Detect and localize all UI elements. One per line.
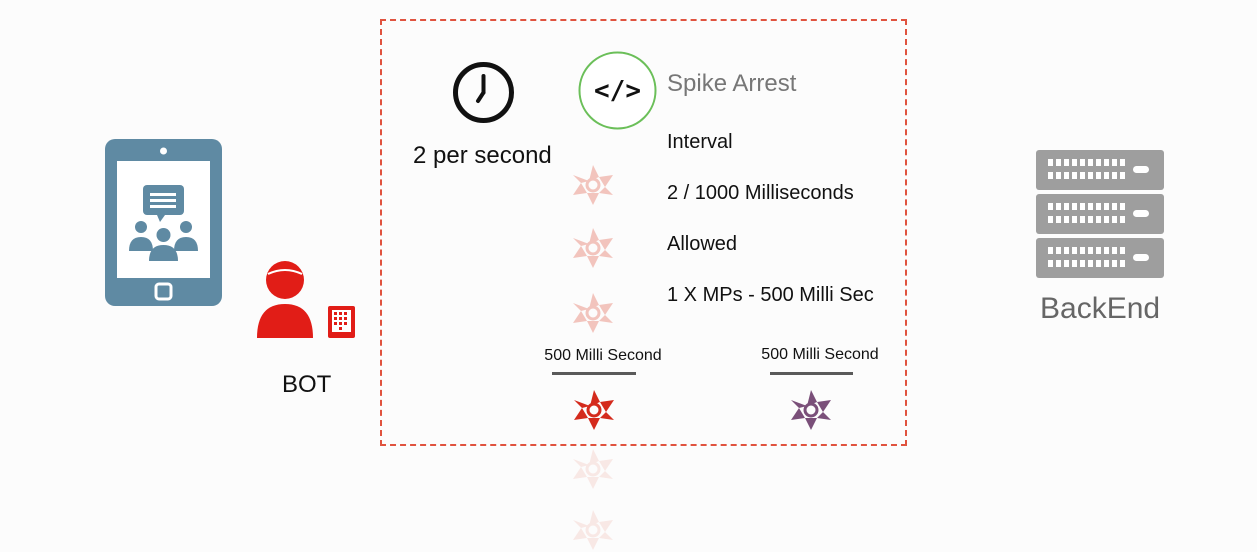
aperture-token-icon xyxy=(571,508,615,552)
interval-label: Interval xyxy=(667,131,733,153)
svg-text:</>: </> xyxy=(594,76,641,106)
window-label: 500 Milli Second xyxy=(544,347,662,364)
tablet-chat-icon xyxy=(105,139,222,306)
window-divider xyxy=(552,372,636,375)
window-divider xyxy=(770,372,853,375)
aperture-token-icon xyxy=(571,447,615,491)
bot-label: BOT xyxy=(282,371,332,398)
aperture-token-icon xyxy=(571,291,615,335)
code-icon: </> xyxy=(578,51,657,130)
backend-label: BackEnd xyxy=(1040,292,1161,325)
aperture-token-icon xyxy=(572,388,616,432)
interval-value: 2 / 1000 Milliseconds xyxy=(667,182,854,204)
aperture-token-icon xyxy=(571,163,615,207)
allowed-label: Allowed xyxy=(667,233,738,255)
clock-icon xyxy=(453,62,514,123)
rate-label: 2 per second xyxy=(413,142,552,169)
aperture-token-icon xyxy=(571,226,615,270)
policy-boundary xyxy=(380,19,907,446)
window-label: 500 Milli Second xyxy=(761,346,879,363)
bot-person-icon xyxy=(257,261,355,338)
server-rack-icon xyxy=(1036,150,1164,278)
aperture-token-icon xyxy=(789,388,833,432)
policy-title: Spike Arrest xyxy=(667,70,797,97)
allowed-value: 1 X MPs - 500 Milli Sec xyxy=(667,284,874,306)
